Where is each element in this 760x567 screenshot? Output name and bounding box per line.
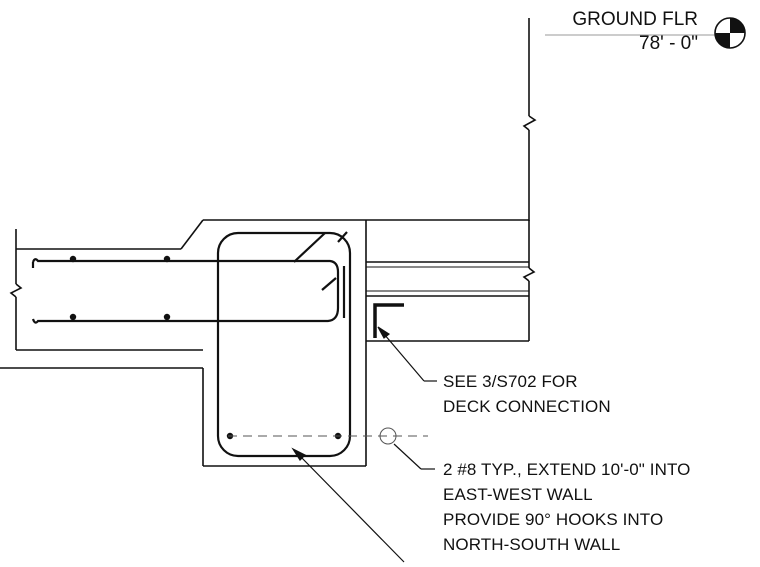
deck-note-line-1: SEE 3/S702 FOR	[443, 372, 578, 391]
level-elevation-label: 78' - 0"	[639, 33, 698, 54]
level-marker-icon	[714, 17, 746, 49]
rebar-note-line-3: PROVIDE 90° HOOKS INTO	[443, 510, 664, 529]
beam-stirrup	[216, 231, 352, 458]
rebar-note-line-1: 2 #8 TYP., EXTEND 10'-0" INTO	[443, 460, 691, 479]
rebar-note: 2 #8 TYP., EXTEND 10'-0" INTO EAST-WEST …	[443, 457, 690, 557]
slab-reinforcing-bars	[31, 258, 346, 324]
rebar-dots	[69, 255, 342, 440]
level-name-label: GROUND FLR	[572, 9, 698, 30]
deck-note-leader	[377, 326, 437, 382]
rebar-note-line-2: EAST-WEST WALL	[443, 485, 593, 504]
deck-angle	[373, 303, 404, 338]
upper-wall	[522, 18, 537, 221]
metal-deck	[366, 220, 536, 342]
deck-note-line-2: DECK CONNECTION	[443, 397, 611, 416]
rebar-note-leader	[291, 443, 435, 563]
bar-callout-circle	[379, 427, 397, 445]
rebar-note-line-4: NORTH-SOUTH WALL	[443, 535, 621, 554]
beam-and-slab-outline	[0, 219, 529, 467]
deck-connection-note: SEE 3/S702 FOR DECK CONNECTION	[443, 369, 611, 419]
